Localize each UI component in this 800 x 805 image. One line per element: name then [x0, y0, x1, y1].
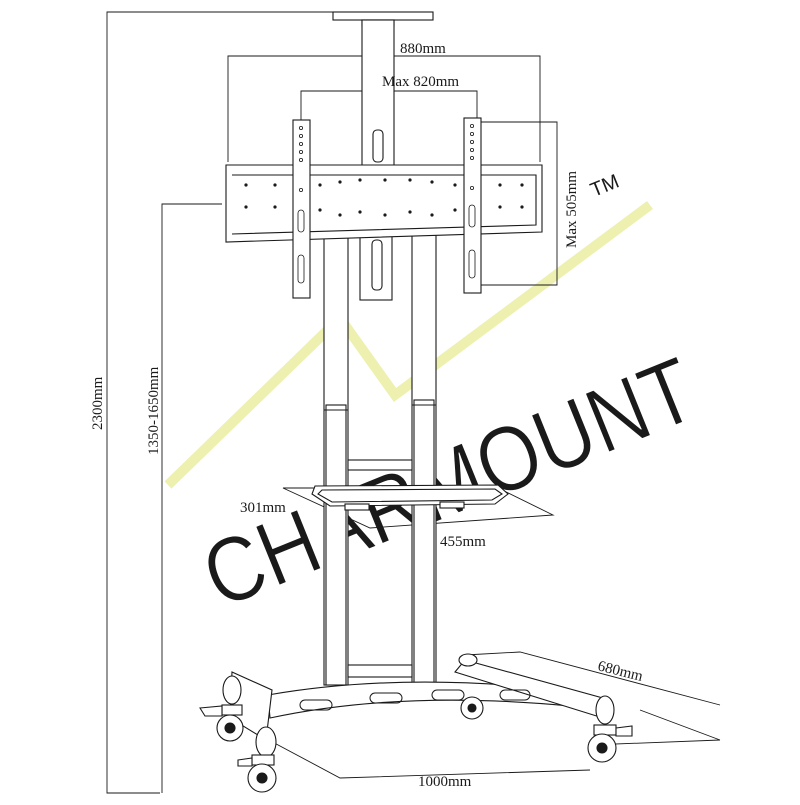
watermark-chevron — [164, 200, 653, 489]
leg-cap-back-right — [458, 653, 478, 667]
tv-bracket — [225, 164, 543, 243]
bracket-holes — [244, 178, 524, 217]
base-width-line — [264, 737, 591, 779]
wheel-back-right — [460, 696, 484, 720]
left-vesa-arm — [292, 119, 311, 299]
label-shelf-depth: 301mm — [240, 500, 286, 516]
tv-bracket-inner — [231, 174, 537, 235]
tray-shelf — [311, 484, 509, 507]
wheel-front-right — [587, 724, 633, 763]
label-base-width: 1000mm — [418, 774, 472, 790]
label-max-width: Max 820mm — [382, 74, 459, 90]
label-max-height: Max 505mm — [564, 171, 580, 248]
label-base-depth: 680mm — [596, 658, 645, 685]
vesa-arm-holes — [297, 124, 476, 284]
dimension-labels: 880mm Max 820mm Max 505mm 2300mm 1350-16… — [90, 41, 645, 790]
upper-crossbar — [347, 459, 413, 471]
right-vesa-arm — [463, 117, 482, 294]
top-column-slot — [372, 129, 384, 163]
base-depth-line — [464, 651, 721, 706]
leg-cap-back-left — [222, 675, 242, 705]
centre-plate-slot — [371, 239, 383, 291]
leg-cap-left — [255, 726, 277, 758]
base-right-edge — [639, 709, 721, 741]
wheel-front-left — [237, 754, 277, 793]
crossbar-slots — [299, 689, 531, 711]
label-mount-height: 1350-1650mm — [146, 366, 162, 455]
watermark-tm: TM — [587, 171, 622, 202]
mount-height-line — [161, 203, 222, 793]
shelf-bracket-right — [439, 501, 465, 509]
right-sleeve — [413, 399, 435, 686]
lower-crossbar — [347, 664, 413, 678]
wheel-back-left — [199, 704, 244, 742]
left-sleeve — [325, 404, 347, 686]
leg-cap-right — [595, 695, 615, 725]
total-height-line — [106, 11, 333, 794]
label-bracket-width: 880mm — [400, 41, 446, 57]
tray-shelf-rim — [317, 488, 504, 503]
stand — [222, 11, 615, 758]
shelf-bracket-left — [344, 503, 370, 511]
label-total-height: 2300mm — [90, 376, 106, 430]
label-shelf-width: 455mm — [440, 534, 486, 550]
max-height-line — [478, 121, 558, 286]
caster-wheels — [199, 696, 633, 793]
camera-plate — [332, 11, 434, 21]
